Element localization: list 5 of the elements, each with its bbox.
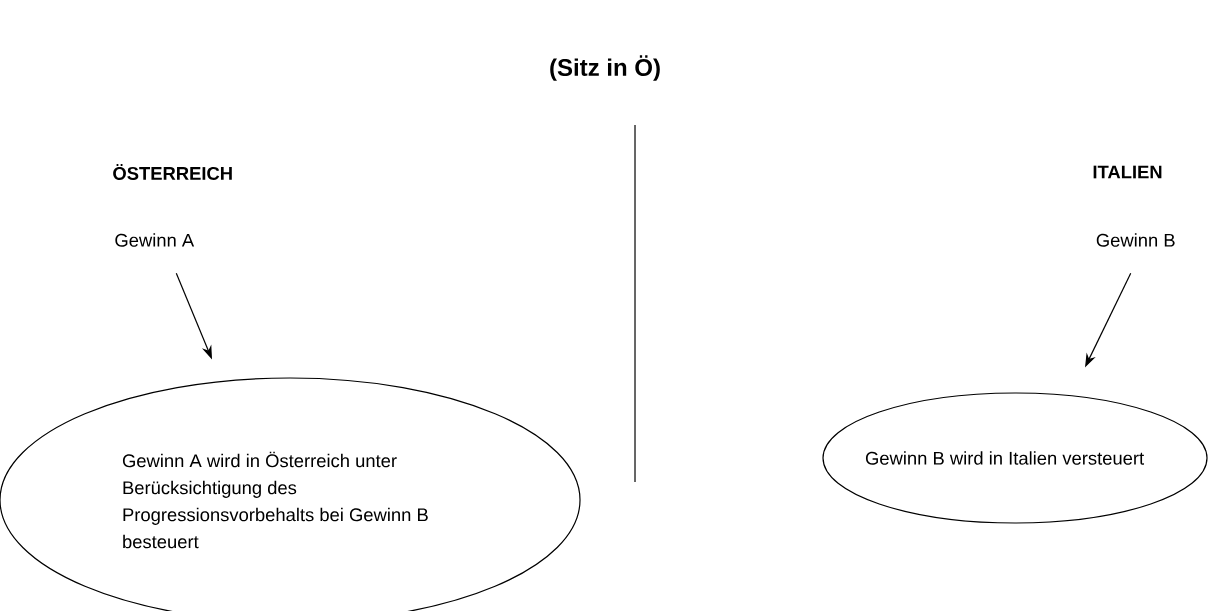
title: (Sitz in Ö) (550, 55, 660, 81)
profit-label: Gewinn A (115, 233, 195, 247)
country-heading: ITALIEN (1093, 165, 1162, 179)
country-heading: ÖSTERREICH (113, 164, 232, 180)
profit-label: Gewinn B (1096, 233, 1175, 247)
